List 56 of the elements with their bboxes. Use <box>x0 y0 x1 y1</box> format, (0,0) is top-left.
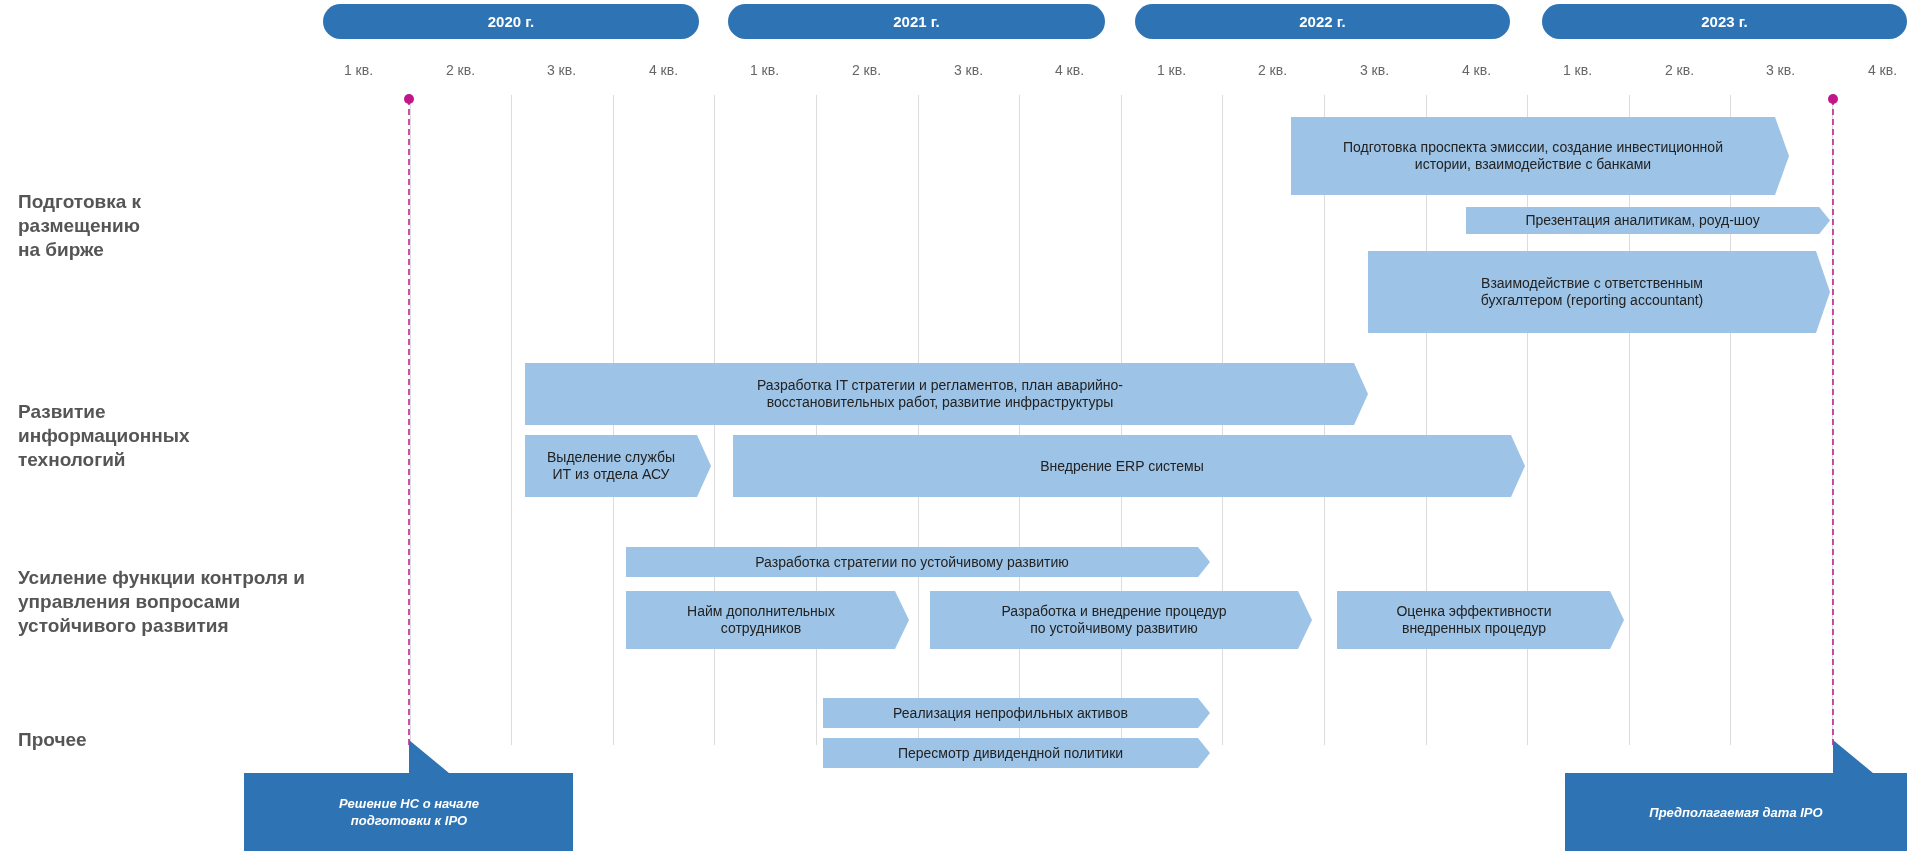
row-heading: Прочее <box>18 728 88 752</box>
timeline-bar <box>1466 207 1830 234</box>
quarter-label: 3 кв. <box>952 62 985 78</box>
quarter-label: 4 кв. <box>647 62 680 78</box>
task-label: Реализация непрофильных активов <box>892 703 1129 723</box>
quarter-label: 2 кв. <box>1256 62 1289 78</box>
quarter-label: 2 кв. <box>444 62 477 78</box>
task-label: Подготовка проспекта эмиссии, создание инвестиционной истории, взаимодействие с банками <box>1342 138 1724 174</box>
callout-text: Решение НС о начале подготовки к IPO <box>338 795 480 830</box>
year-pill <box>728 4 1105 39</box>
milestone-callout <box>1565 740 1907 851</box>
year-pill <box>1542 4 1907 39</box>
timeline-bar <box>823 738 1210 768</box>
quarter-label: 3 кв. <box>1764 62 1797 78</box>
row-heading: Усиление функции контроля и управления вопросами устойчивого развития <box>18 566 306 638</box>
quarter-label: 2 кв. <box>1663 62 1696 78</box>
task-label: Оценка эффективности внедренных процедур <box>1395 602 1553 638</box>
timeline-bar <box>823 698 1210 728</box>
timeline-bar <box>930 591 1312 649</box>
timeline-bar <box>733 435 1525 497</box>
task-label: Презентация аналитикам, роуд-шоу <box>1524 211 1761 230</box>
task-label: Разработка и внедрение процедур по устойчивому развитию <box>1000 602 1228 638</box>
task-label: Выделение службы ИТ из отдела АСУ <box>546 448 676 484</box>
quarter-label: 4 кв. <box>1866 62 1899 78</box>
quarter-label: 3 кв. <box>1358 62 1391 78</box>
milestone-callout <box>244 740 573 851</box>
timeline-bar <box>1337 591 1624 649</box>
task-label: Разработка стратегии по устойчивому развитию <box>754 552 1070 572</box>
row-heading: Развитие информационных технологий <box>18 400 191 472</box>
task-label: Найм дополнительных сотрудников <box>686 602 836 638</box>
quarter-label: 3 кв. <box>545 62 578 78</box>
timeline-bar <box>626 547 1210 577</box>
year-label: 2020 г. <box>486 12 536 32</box>
year-label: 2022 г. <box>1298 12 1347 32</box>
quarter-label: 4 кв. <box>1053 62 1086 78</box>
callout-text: Предполагаемая дата IPO <box>1648 803 1824 822</box>
task-label: Внедрение ERP системы <box>1039 456 1205 476</box>
quarter-label: 4 кв. <box>1460 62 1493 78</box>
year-label: 2023 г. <box>1700 12 1749 32</box>
timeline-bar <box>626 591 909 649</box>
year-pill <box>323 4 699 39</box>
timeline-bar <box>1291 117 1789 195</box>
quarter-label: 1 кв. <box>1561 62 1594 78</box>
quarter-label: 2 кв. <box>850 62 883 78</box>
row-heading: Подготовка к размещению на бирже <box>18 190 143 262</box>
timeline-bar <box>525 435 711 497</box>
timeline-bar <box>525 363 1368 425</box>
year-pill <box>1135 4 1510 39</box>
year-label: 2021 г. <box>892 12 941 32</box>
quarter-label: 1 кв. <box>748 62 781 78</box>
task-label: Разработка IT стратегии и регламентов, план аварийно-восстановительных работ, развитие инфраструктуры <box>756 376 1124 412</box>
timeline-bar <box>1368 251 1830 333</box>
quarter-label: 1 кв. <box>1155 62 1188 78</box>
task-label: Пересмотр дивидендной политики <box>896 743 1125 763</box>
quarter-label: 1 кв. <box>342 62 375 78</box>
task-label: Взаимодействие с ответственным бухгалтером (reporting accountant) <box>1479 274 1705 310</box>
